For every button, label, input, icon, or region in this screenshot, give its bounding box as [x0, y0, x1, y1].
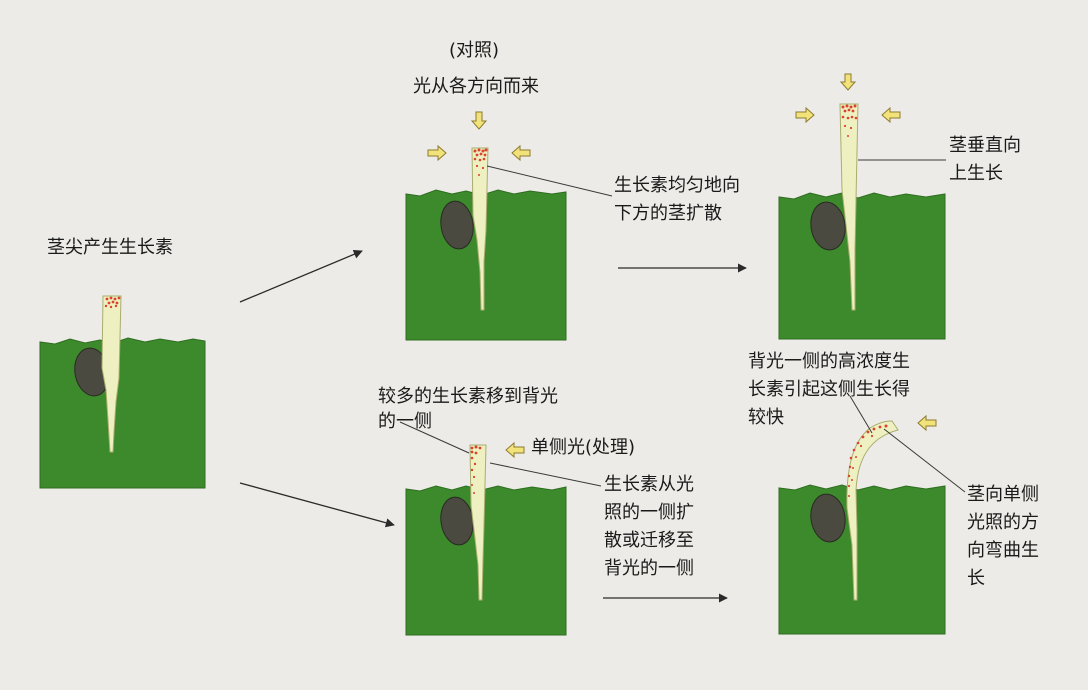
light-arrow-left [795, 106, 815, 124]
auxin-dots [470, 445, 482, 494]
light-arrow-top [470, 111, 488, 130]
label-auxin-diffuses-4: 背光的一侧 [604, 558, 694, 579]
light-arrow-right [505, 441, 525, 459]
panel-bending [778, 414, 946, 635]
auxin-dots [104, 296, 121, 309]
label-control: (对照) [449, 40, 500, 61]
label-auxin-diffuses-3: 散或迁移至 [604, 530, 694, 551]
label-high-concentration-2: 长素引起这侧生长得 [748, 379, 910, 400]
soil-block [405, 485, 567, 636]
label-unilateral-light: 单侧光(处理) [531, 437, 636, 458]
stem [846, 420, 899, 601]
label-grows-straight-2: 上生长 [949, 163, 1003, 184]
panel-control [405, 111, 567, 341]
auxin-dots [473, 148, 488, 176]
label-light-all-directions: 光从各方向而来 [413, 76, 539, 97]
soil-block [778, 192, 946, 340]
leader-line-bend [883, 428, 966, 493]
panel-upright [778, 73, 946, 340]
auxin-dots [847, 424, 888, 497]
label-stem-bends-3: 向弯曲生 [967, 540, 1039, 561]
seed [810, 201, 846, 251]
label-stem-bends-4: 长 [967, 568, 985, 589]
label-auxin-diffuses-2: 照的一侧扩 [604, 502, 694, 523]
leader-line-more [399, 421, 470, 454]
light-arrow-right [917, 414, 937, 432]
label-high-concentration-3: 较快 [748, 407, 784, 428]
label-grows-straight-1: 茎垂直向 [949, 135, 1021, 156]
label-stem-bends-1: 茎向单侧 [967, 484, 1039, 505]
light-arrow-left [427, 144, 447, 162]
leader-line-high [849, 395, 873, 434]
panel-initial [39, 295, 206, 489]
label-even-diffusion-2: 下方的茎扩散 [614, 203, 722, 224]
stem [101, 295, 122, 453]
soil-block [778, 484, 946, 635]
flow-arrow-to-control [239, 249, 363, 303]
label-high-concentration-1: 背光一侧的高浓度生 [748, 351, 910, 372]
label-more-auxin-1: 较多的生长素移到背光 [378, 386, 558, 407]
flow-arrow-to-treatment [239, 482, 395, 528]
label-tip-produces-auxin: 茎尖产生生长素 [47, 237, 173, 258]
label-stem-bends-2: 光照的方 [967, 512, 1039, 533]
light-arrow-top [839, 73, 857, 91]
stem [469, 444, 487, 601]
seed [810, 493, 846, 543]
leader-line-diffuse [489, 462, 602, 487]
leader-line-even [486, 165, 613, 197]
soil-block [39, 337, 206, 489]
label-auxin-diffuses-1: 生长素从光 [604, 474, 694, 495]
panel-treatment [405, 441, 567, 636]
stem [471, 147, 489, 311]
light-arrow-right [511, 144, 531, 162]
label-more-auxin-2: 的一侧 [378, 411, 432, 432]
label-even-diffusion-1: 生长素均匀地向 [614, 175, 740, 196]
stem [839, 103, 859, 311]
light-arrow-right [881, 106, 901, 124]
auxin-dots [841, 104, 858, 137]
seed [440, 200, 474, 250]
